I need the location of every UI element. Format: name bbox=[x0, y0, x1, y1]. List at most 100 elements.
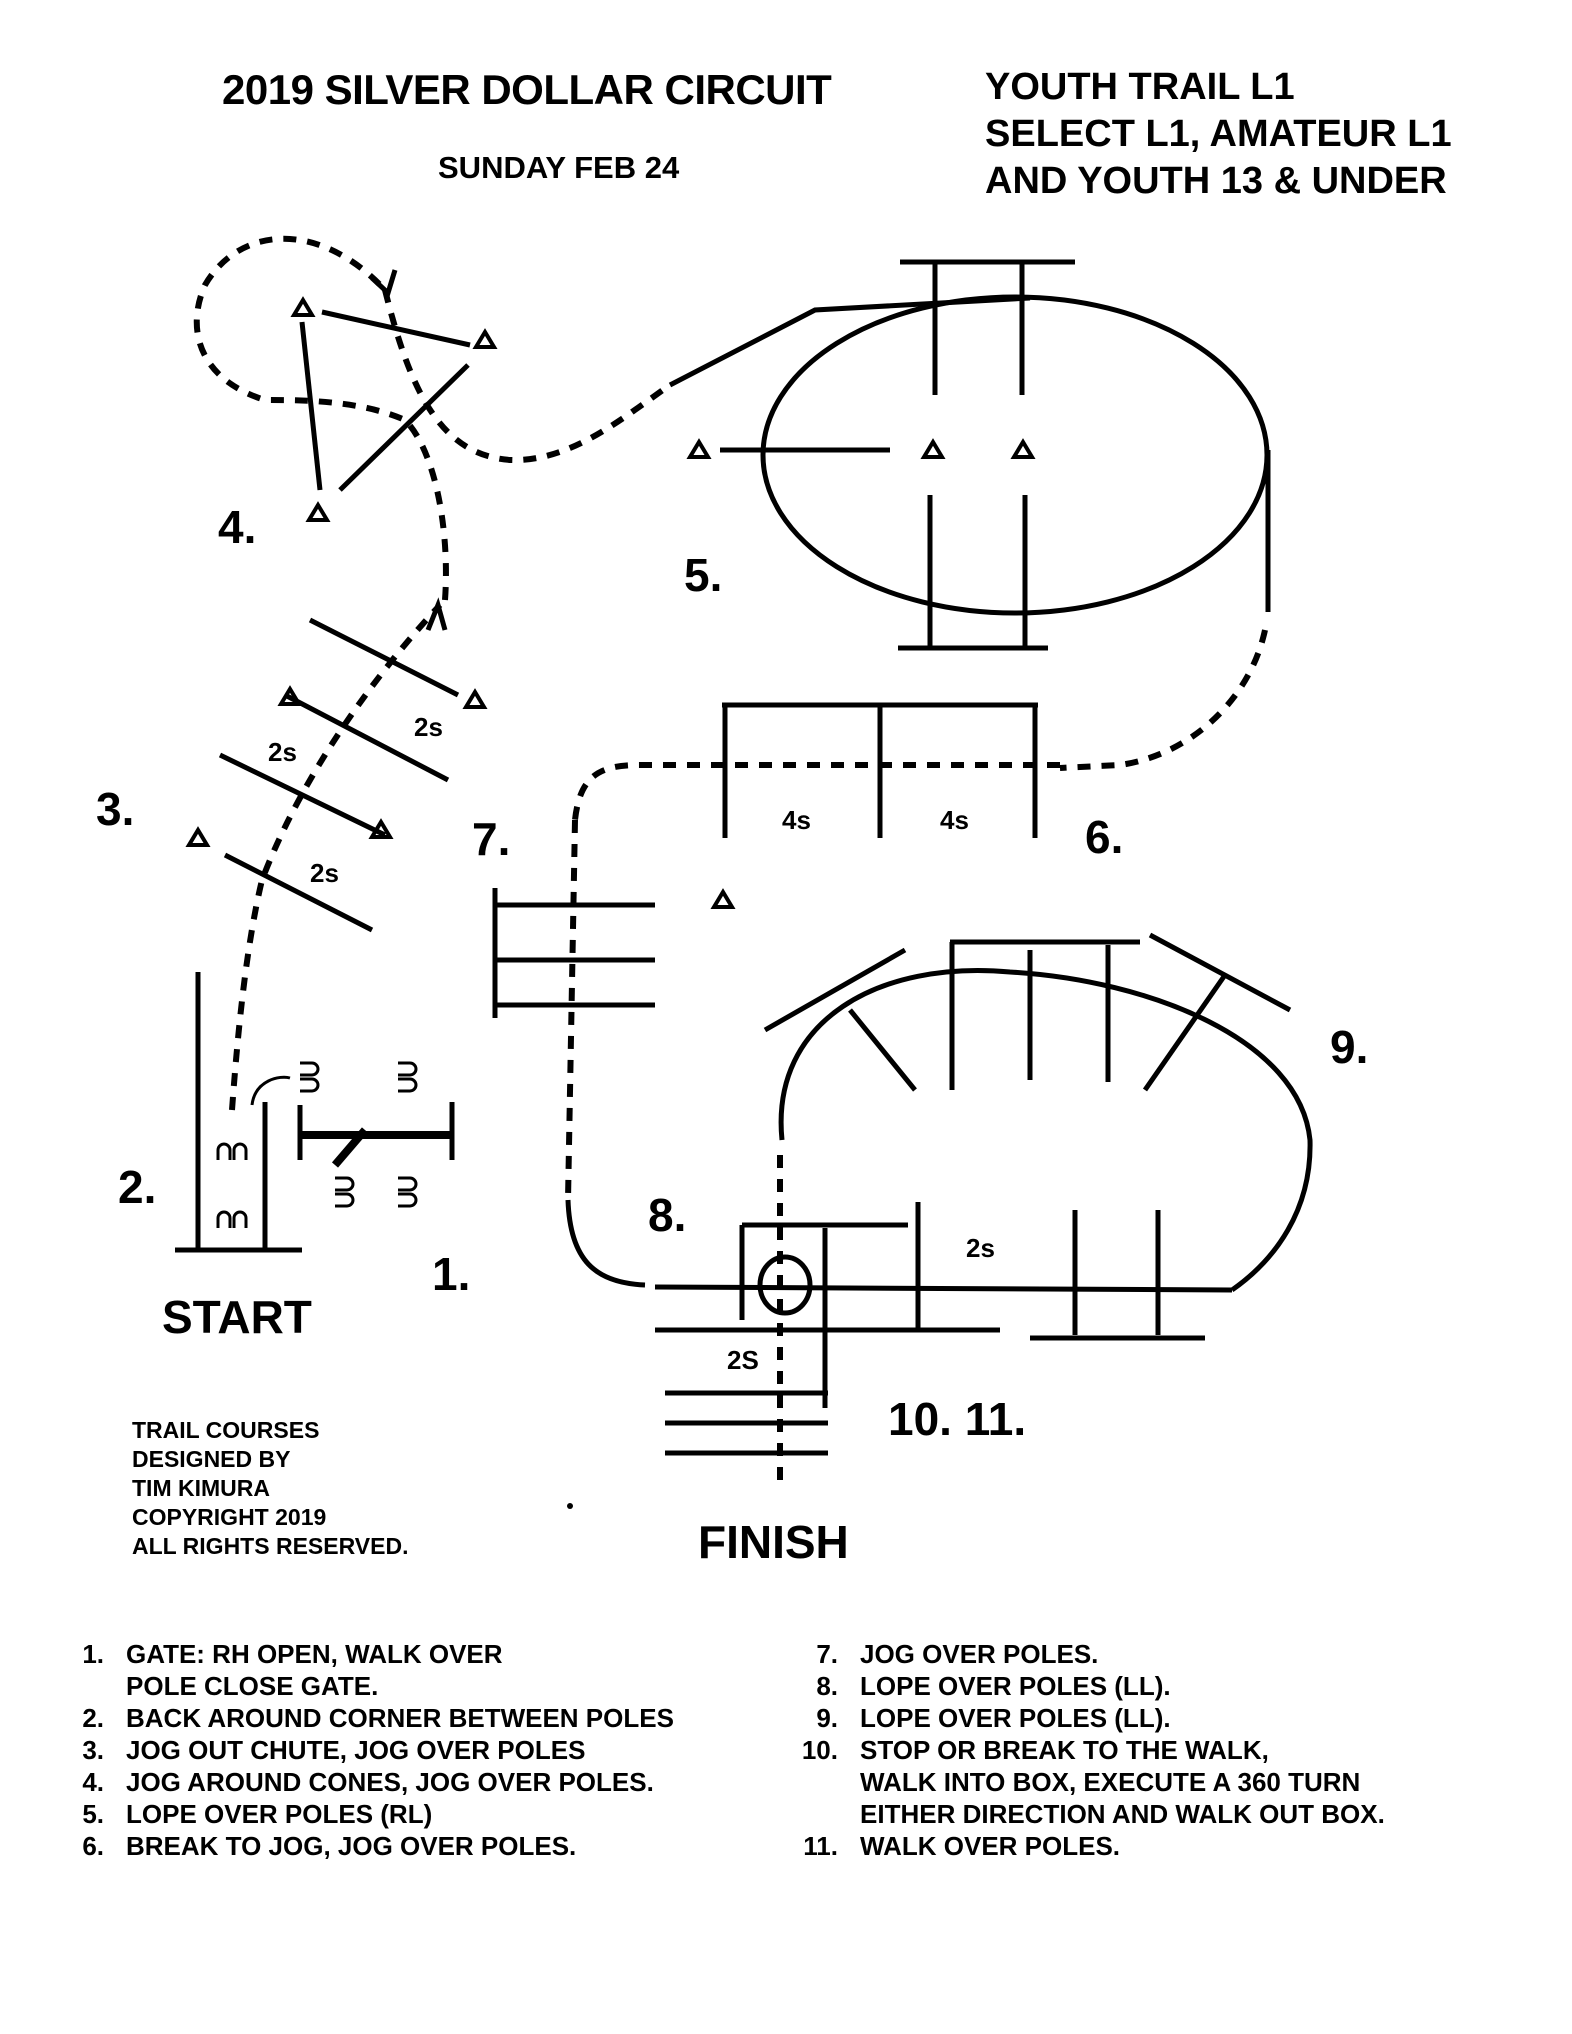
instruction-number: 6. bbox=[82, 1831, 104, 1861]
instruction-item: 3. JOG OUT CHUTE, JOG OVER POLES bbox=[54, 1734, 794, 1766]
lope-arc bbox=[763, 932, 1313, 1293]
instruction-item: 4. JOG AROUND CONES, JOG OVER POLES. bbox=[54, 1766, 794, 1798]
instruction-number: 9. bbox=[816, 1703, 838, 1733]
obstacle-number-10-11: 10. 11. bbox=[888, 1393, 1027, 1445]
spacing-label: 2s bbox=[414, 712, 443, 742]
instruction-number: 11. bbox=[803, 1831, 838, 1861]
instruction-item: 8. LOPE OVER POLES (LL). bbox=[788, 1670, 1528, 1702]
course-path bbox=[193, 235, 1268, 1490]
instruction-text: POLE CLOSE GATE. bbox=[126, 1671, 379, 1701]
back-through-poles bbox=[175, 972, 302, 1253]
instructions-right: 7.JOG OVER POLES. 8. LOPE OVER POLES (LL)… bbox=[788, 1638, 1528, 1862]
instruction-text: BACK AROUND CORNER BETWEEN POLES bbox=[126, 1703, 674, 1733]
path-across-poles-6 bbox=[572, 762, 1060, 821]
cone-icon bbox=[710, 888, 736, 909]
instruction-text: EITHER DIRECTION AND WALK OUT BOX. bbox=[860, 1799, 1385, 1829]
designer-credits: TRAIL COURSES DESIGNED BY TIM KIMURA COP… bbox=[132, 1416, 408, 1561]
box-and-finish-poles bbox=[565, 1199, 1233, 1456]
hinge-icon bbox=[216, 1210, 248, 1228]
instruction-item: 10. STOP OR BREAK TO THE WALK,WALK INTO B… bbox=[788, 1734, 1528, 1830]
obstacle-number-4: 4. bbox=[218, 501, 257, 553]
credit-line: ALL RIGHTS RESERVED. bbox=[132, 1533, 409, 1559]
hinge-icon bbox=[216, 1142, 248, 1160]
obstacle-number-5: 5. bbox=[684, 549, 723, 601]
instruction-text: GATE: RH OPEN, WALK OVER bbox=[126, 1639, 503, 1669]
gate-hinge-marks bbox=[216, 1061, 418, 1228]
instruction-item: 5. LOPE OVER POLES (RL) bbox=[54, 1798, 794, 1830]
path-arrow-4 bbox=[370, 269, 398, 298]
finish-label: FINISH bbox=[698, 1516, 849, 1568]
instruction-number: 3. bbox=[82, 1735, 104, 1765]
course-date: SUNDAY FEB 24 bbox=[438, 150, 680, 185]
instruction-number: 8. bbox=[816, 1671, 838, 1701]
course-title: 2019 SILVER DOLLAR CIRCUIT bbox=[222, 66, 832, 113]
spacing-label: 4s bbox=[782, 805, 811, 835]
spacing-label: 2s bbox=[310, 858, 339, 888]
class-line: YOUTH TRAIL L1 bbox=[985, 66, 1295, 108]
credit-line: DESIGNED BY bbox=[132, 1446, 291, 1472]
spacing-label: 2s bbox=[966, 1233, 995, 1263]
hinge-icon bbox=[335, 1176, 355, 1208]
credit-line: COPYRIGHT 2019 bbox=[132, 1504, 327, 1530]
spacing-label: 4s bbox=[940, 805, 969, 835]
cone-icon bbox=[185, 826, 211, 847]
instruction-number: 4. bbox=[82, 1767, 104, 1797]
instruction-text: JOG OVER POLES. bbox=[860, 1639, 1099, 1669]
lope-circle bbox=[668, 259, 1271, 651]
instruction-item: 9. LOPE OVER POLES (LL). bbox=[788, 1702, 1528, 1734]
credit-line: TRAIL COURSES bbox=[132, 1417, 320, 1443]
instruction-number: 1. bbox=[82, 1639, 104, 1669]
start-label: START bbox=[162, 1291, 312, 1343]
instruction-number: 2. bbox=[82, 1703, 104, 1733]
instruction-item: 11. WALK OVER POLES. bbox=[788, 1830, 1528, 1862]
instruction-text: LOPE OVER POLES (LL). bbox=[860, 1703, 1171, 1733]
path-arrow-3 bbox=[425, 597, 448, 631]
poles-seven bbox=[492, 888, 655, 1018]
class-list: YOUTH TRAIL L1 SELECT L1, AMATEUR L1 AND… bbox=[985, 64, 1452, 205]
obstacle-number-3: 3. bbox=[96, 783, 135, 835]
spacing-label: 2s bbox=[268, 737, 297, 767]
path-to-lope-circle bbox=[382, 289, 672, 464]
cone-icon bbox=[305, 501, 331, 522]
instruction-text: BREAK TO JOG, JOG OVER POLES. bbox=[126, 1831, 577, 1861]
instruction-text: WALK OVER POLES. bbox=[860, 1831, 1121, 1861]
cone-icon bbox=[290, 296, 316, 317]
path-down-to-8 bbox=[565, 819, 578, 1201]
instruction-text: LOPE OVER POLES (LL). bbox=[860, 1671, 1171, 1701]
hinge-icon bbox=[398, 1061, 418, 1093]
instruction-item: 6. BREAK TO JOG, JOG OVER POLES. bbox=[54, 1830, 794, 1862]
path-around-cones bbox=[193, 235, 449, 601]
instruction-text: STOP OR BREAK TO THE WALK, bbox=[860, 1735, 1269, 1765]
spacing-label: 2S bbox=[727, 1345, 759, 1375]
class-line: AND YOUTH 13 & UNDER bbox=[985, 160, 1447, 202]
cone-triangle-poles bbox=[299, 309, 471, 492]
instruction-text: JOG AROUND CONES, JOG OVER POLES. bbox=[126, 1767, 654, 1797]
obstacle-number-9: 9. bbox=[1330, 1021, 1369, 1073]
instruction-number: 5. bbox=[82, 1799, 104, 1829]
instruction-text: JOG OUT CHUTE, JOG OVER POLES bbox=[126, 1735, 586, 1765]
cone-icon bbox=[920, 438, 946, 459]
cone-icon bbox=[1010, 438, 1036, 459]
cone-icon bbox=[277, 685, 303, 706]
credit-line: TIM KIMURA bbox=[132, 1475, 270, 1501]
chute-poles bbox=[218, 617, 460, 933]
hinge-icon bbox=[300, 1061, 320, 1093]
obstacle-number-2: 2. bbox=[118, 1161, 157, 1213]
instruction-text: WALK INTO BOX, EXECUTE A 360 TURN bbox=[860, 1767, 1361, 1797]
gate-obstacle bbox=[250, 1075, 455, 1168]
class-line: SELECT L1, AMATEUR L1 bbox=[985, 113, 1452, 155]
cone-icon bbox=[462, 688, 488, 709]
obstacle-number-1: 1. bbox=[432, 1248, 471, 1300]
instruction-number: 10. bbox=[801, 1735, 838, 1765]
path-start-to-chute bbox=[229, 602, 443, 1111]
path-right-to-poles-6 bbox=[1059, 629, 1268, 771]
obstacle-number-8: 8. bbox=[648, 1189, 687, 1241]
obstacle-number-6: 6. bbox=[1085, 811, 1124, 863]
instruction-item: 7.JOG OVER POLES. bbox=[788, 1638, 1528, 1670]
poles-six bbox=[722, 702, 1038, 838]
cone-icon bbox=[686, 438, 712, 459]
instruction-text: LOPE OVER POLES (RL) bbox=[126, 1799, 433, 1829]
obstacle-number-7: 7. bbox=[472, 813, 511, 865]
